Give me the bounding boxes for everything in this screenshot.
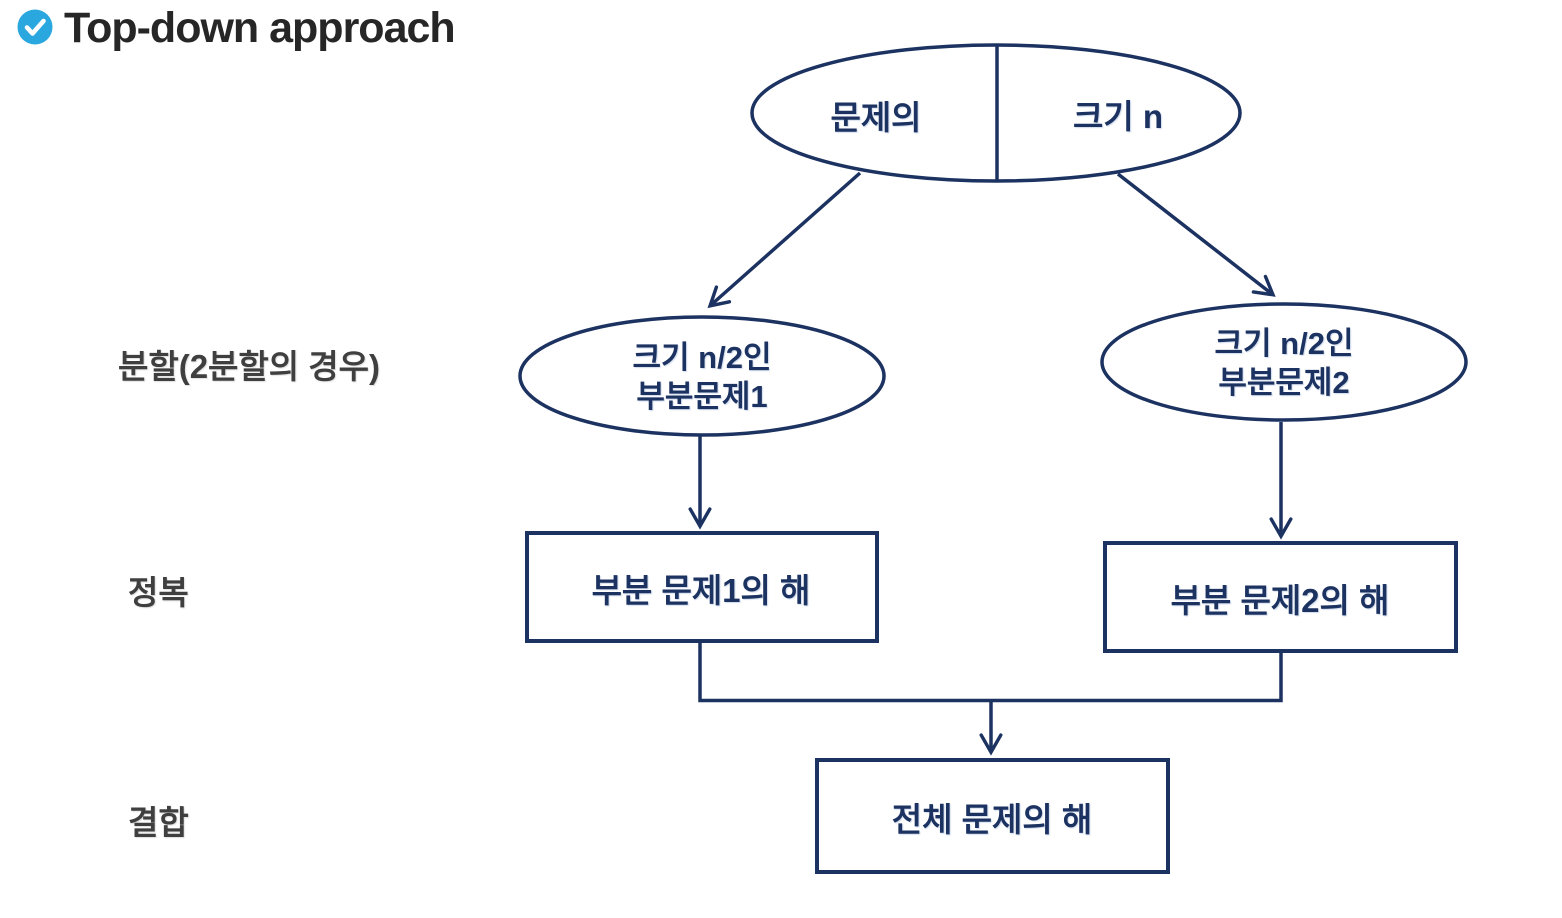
- final-solution-label: 전체 문제의 해: [891, 801, 1093, 838]
- subproblem2-line2: 부분문제2: [1218, 365, 1350, 400]
- subproblem2-ellipse: [1100, 302, 1468, 422]
- solution2-box: [1103, 541, 1458, 653]
- arrow-root-to-sub2: [1116, 172, 1276, 297]
- subproblem1-ellipse: [518, 315, 886, 437]
- subproblem2-label: 크기 n/2인 부분문제2: [1215, 324, 1354, 402]
- subproblem1-line1: 크기 n/2인: [632, 340, 772, 375]
- subproblem2-line1: 크기 n/2인: [1214, 326, 1354, 361]
- check-icon: [17, 9, 53, 45]
- row-label-divide: 분할(2분할의 경우): [118, 348, 381, 385]
- row-label-combine: 결합: [128, 804, 189, 841]
- row-label-conquer: 정복: [128, 574, 189, 611]
- page-title: Top-down approach: [64, 4, 456, 52]
- solution1-box: [525, 531, 879, 643]
- subproblem1-label: 크기 n/2인 부분문제1: [633, 338, 772, 416]
- final-solution-box: [815, 758, 1170, 874]
- solution1-label: 부분 문제1의 해: [591, 572, 811, 609]
- solution2-label: 부분 문제2의 해: [1170, 582, 1390, 619]
- root-problem-left-label: 문제의: [830, 99, 922, 136]
- title-row: Top-down approach: [0, 0, 1562, 60]
- root-problem-size-label: 크기 n: [1072, 98, 1164, 135]
- subproblem1-line2: 부분문제1: [636, 379, 768, 414]
- arrow-root-to-sub1: [707, 171, 862, 309]
